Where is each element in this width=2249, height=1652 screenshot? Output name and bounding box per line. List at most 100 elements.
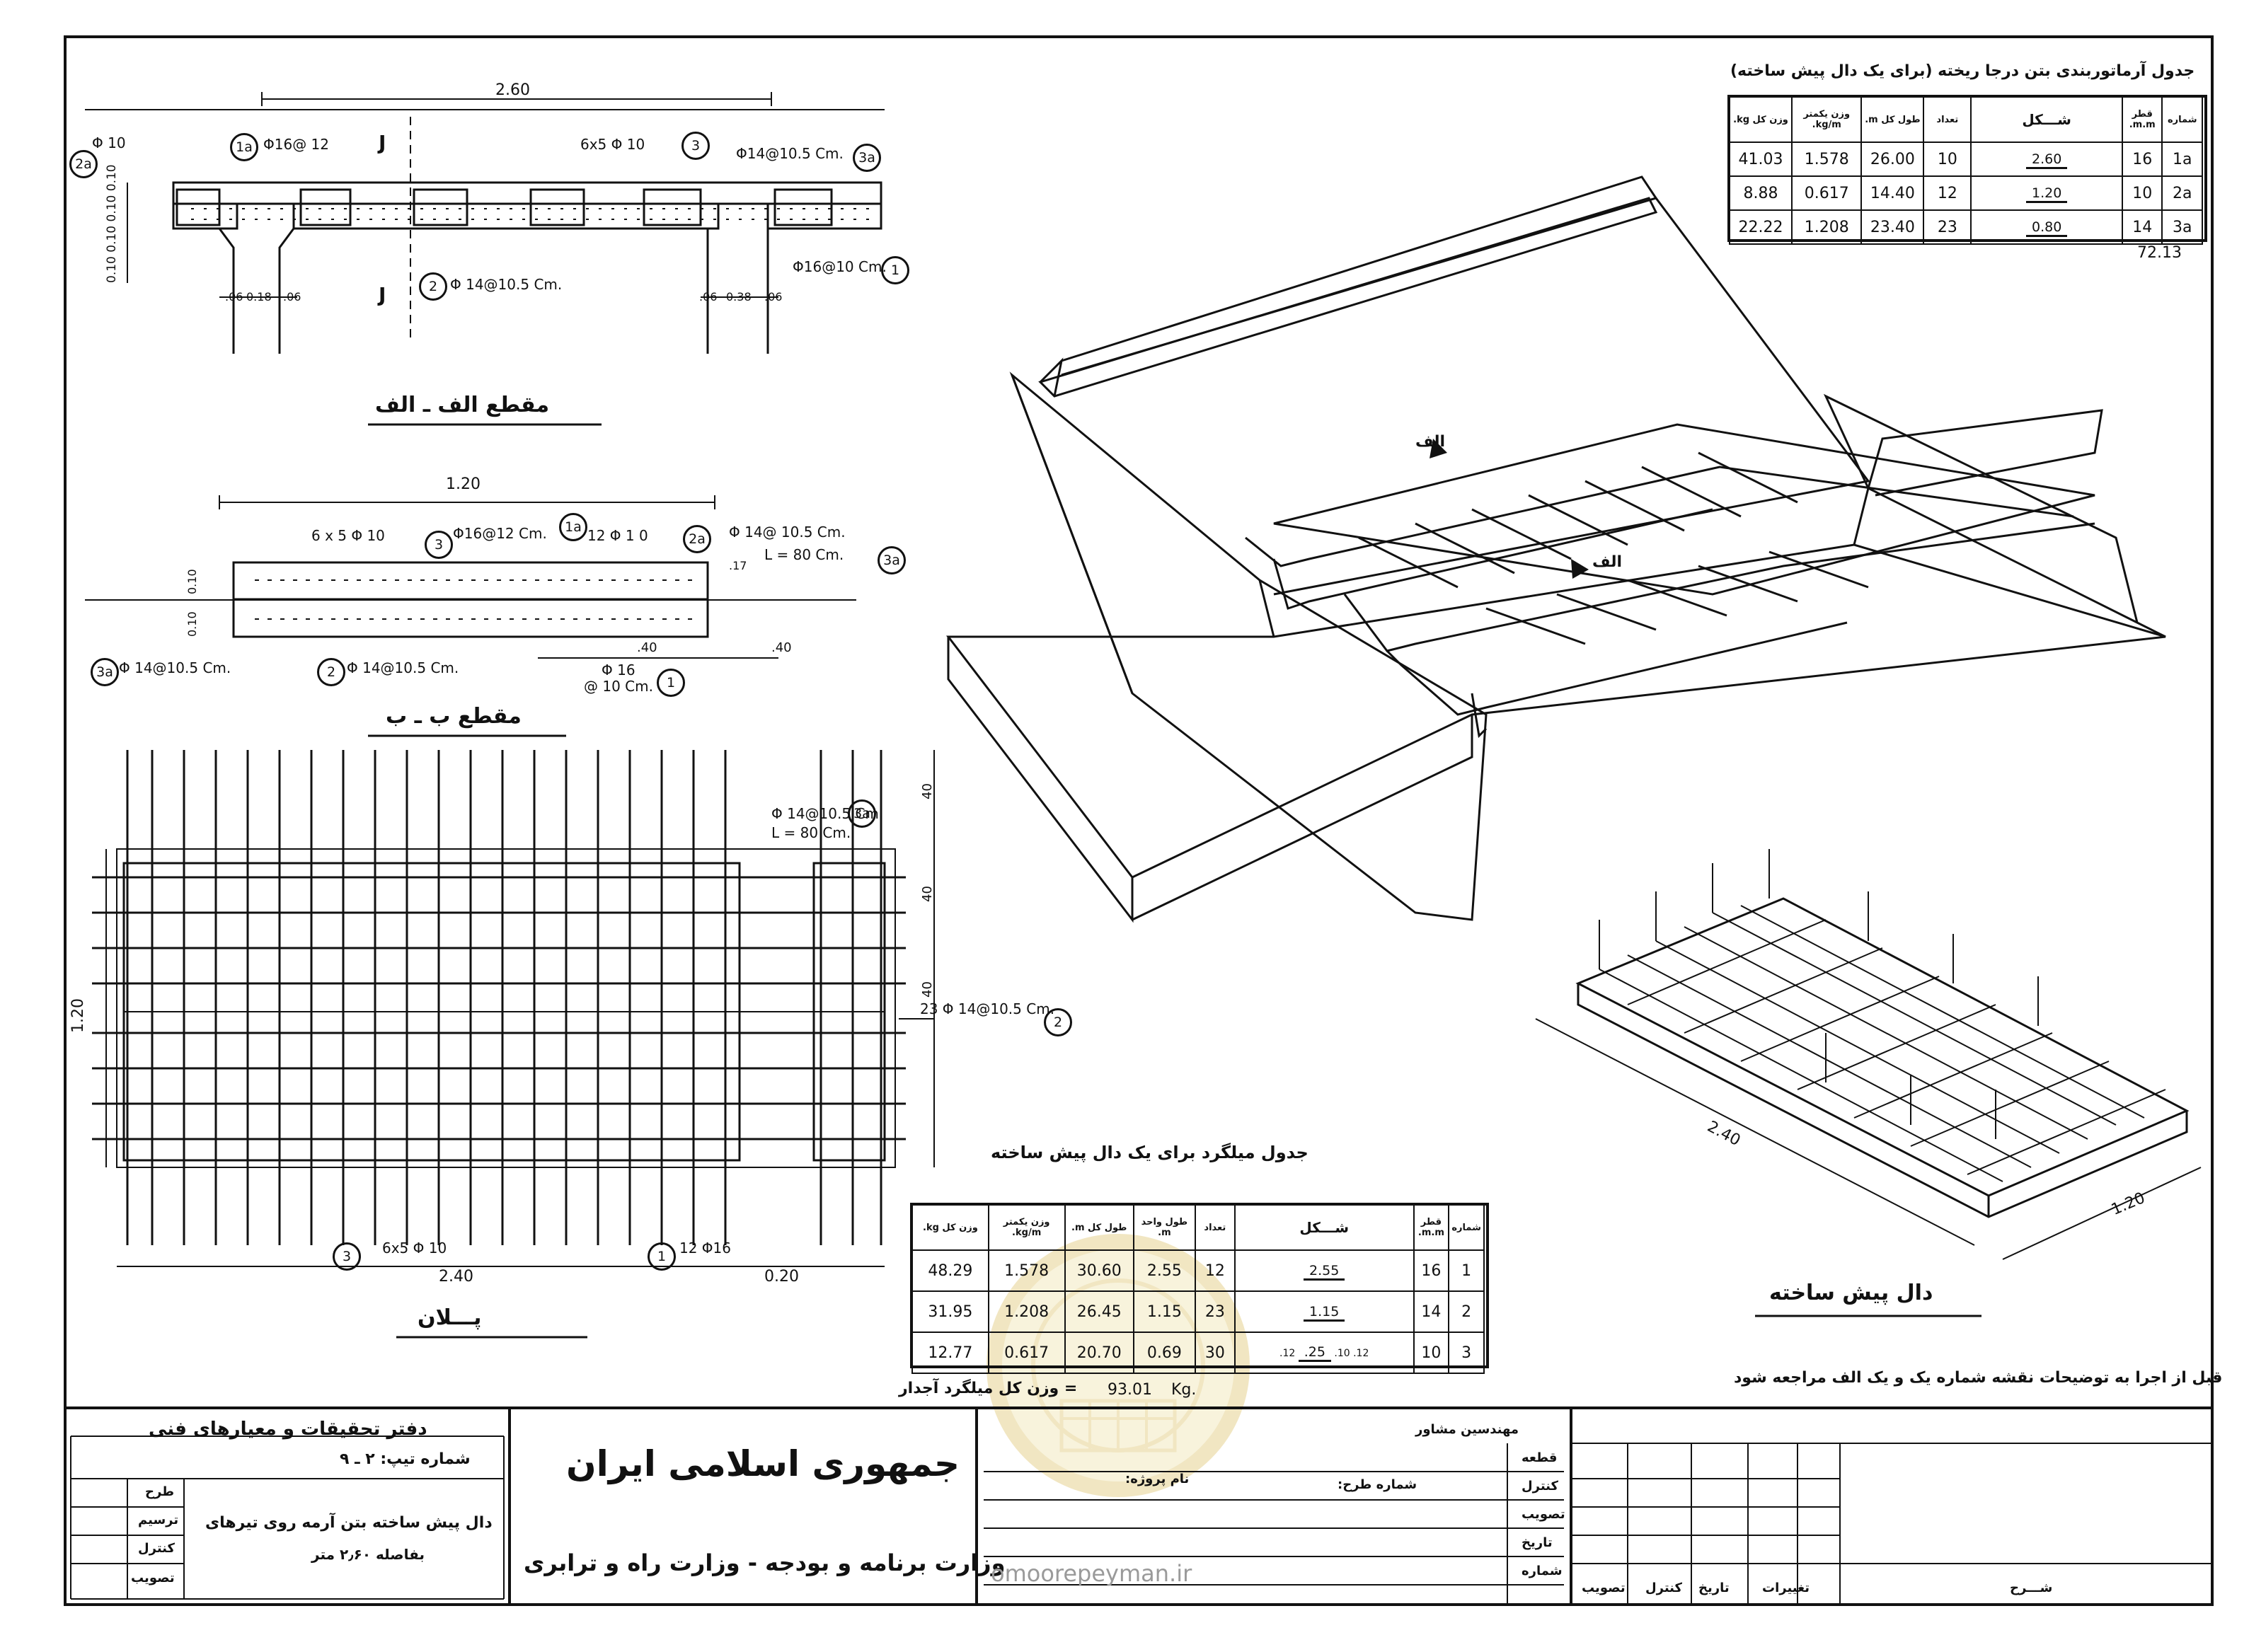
plan-dim-w: 2.40 — [439, 1268, 473, 1286]
section-a-bottom-dim-6: .06 — [764, 290, 783, 304]
cell-count: 23 — [1194, 1290, 1236, 1333]
section-b-circle-2a: 2a — [683, 525, 711, 553]
revision-description: شـــرح — [2010, 1581, 2053, 1595]
ministries-title: وزارت برنامه و بودجه - وزارت راه و ترابر… — [524, 1549, 1006, 1576]
cell-dia: 10 — [1413, 1332, 1450, 1374]
th-num: شماره — [1448, 1204, 1485, 1251]
table-rebar-title: جدول میلگرد برای یک دال پیش ساخته — [991, 1143, 1308, 1162]
section-b-dim-17: .17 — [729, 559, 747, 572]
sheet-desc-line1: دال پیش ساخته بتن آرمه روی تیرهای — [205, 1514, 493, 1532]
section-a-circle-2a: 2a — [69, 150, 98, 178]
shape-leg-b: .12 — [1353, 1347, 1369, 1359]
th-len: طول کل m. — [1860, 96, 1925, 143]
cell-unit: 1.578 — [1791, 141, 1863, 177]
general-note: قبل از اجرا به توضیحات نقشه شماره یک و ی… — [1734, 1369, 2223, 1387]
table-row: 1a 16 2.60 10 26.00 1.578 41.03 — [1728, 141, 2203, 177]
title-block-frame — [65, 1406, 2212, 1605]
section-a-label-6x5: 6x5 Φ 10 — [580, 136, 645, 153]
office-name: دفتر تحقیقات و معیارهای فنی — [149, 1419, 427, 1440]
cell-dia: 10 — [2121, 175, 2163, 211]
cell-shape: 2.55 — [1233, 1249, 1415, 1292]
cell-total: 22.22 — [1728, 209, 1793, 245]
section-b-title: مقطع ب ـ ب — [386, 704, 522, 729]
republic-title: جمهوری اسلامی ایران — [566, 1443, 960, 1484]
cell-num: 3a — [2161, 209, 2203, 245]
section-a-bottom-dim-5: 0.38 — [726, 290, 752, 304]
cell-num: 3 — [1448, 1332, 1485, 1374]
field-date: تاریخ — [1522, 1535, 1553, 1550]
field-check: کنترل — [1522, 1479, 1558, 1494]
cell-dia: 14 — [2121, 209, 2163, 245]
section-b-label-phi14-2: Φ 14@10.5 Cm. — [347, 659, 459, 676]
section-b-circle-3a-left: 3a — [91, 658, 119, 686]
field-approve: تصویب — [1522, 1507, 1565, 1522]
cell-num: 1 — [1448, 1249, 1485, 1292]
plan-dim-h: 1.20 — [69, 998, 87, 1033]
th-num: شماره — [2161, 96, 2203, 143]
section-a-circle-3: 3 — [681, 132, 710, 160]
plan-circle-3: 3 — [333, 1242, 361, 1271]
shape-label: 1.20 — [2025, 185, 2068, 203]
cell-total: 31.95 — [911, 1290, 989, 1333]
section-b-circle-2: 2 — [317, 658, 345, 686]
cell-len: 26.00 — [1860, 141, 1925, 177]
th-dia: قطر m.m. — [2121, 96, 2163, 143]
shape-label: 0.80 — [2025, 219, 2068, 237]
plan-circle-3a: 3a — [848, 799, 876, 828]
section-b-dim-h1: 0.10 — [185, 569, 199, 594]
table-rebar-total-label: = وزن کل میلگرد آجدار — [899, 1380, 1078, 1397]
section-a-layers: 0.10 0.10 0.10 0.10 — [105, 164, 119, 283]
th-total: وزن کل kg. — [911, 1204, 989, 1251]
th-unit-len: طول واحد m. — [1132, 1204, 1196, 1251]
table-row: 2 14 1.15 23 1.15 26.45 1.208 31.95 — [911, 1290, 1485, 1333]
cell-len: 23.40 — [1860, 209, 1925, 245]
bridge-section-marker-1 — [1430, 439, 1447, 458]
section-a-bottom-dim-3: .06 — [283, 290, 301, 304]
shape-leg-a: .12 — [1279, 1347, 1296, 1359]
field-number: شماره — [1522, 1564, 1563, 1578]
cell-dia: 14 — [1413, 1290, 1450, 1333]
cell-shape: 0.80 — [1970, 209, 2123, 245]
cell-count: 12 — [1194, 1249, 1236, 1292]
cell-total: 8.88 — [1728, 175, 1793, 211]
th-unit: وزن یکمتر kg/m. — [987, 1204, 1066, 1251]
bridge-marker-1: الف — [1415, 433, 1446, 451]
section-a-circle-1a: 1a — [230, 133, 258, 161]
th-count: تعداد — [1194, 1204, 1236, 1251]
section-a-label-phi16-12: Φ16@ 12 — [263, 136, 329, 153]
section-a-title: مقطع الف ـ الف — [375, 393, 550, 417]
th-unit: وزن یکمتر kg/m. — [1791, 96, 1863, 143]
section-a-circle-2: 2 — [419, 272, 447, 301]
section-b-label-phi16-12: Φ16@12 Cm. — [453, 525, 547, 542]
precast-slab-iso — [1535, 849, 2202, 1317]
cell-unit: 0.617 — [1791, 175, 1863, 211]
shape-leg-c: .10 — [1334, 1347, 1350, 1359]
shape-label: .25 — [1298, 1344, 1331, 1362]
section-a-dim-top: 2.60 — [495, 81, 530, 99]
cell-unit-len: 0.69 — [1132, 1332, 1196, 1374]
section-a-label-phi16-10: Φ16@10 Cm. — [793, 258, 887, 275]
revision-approve: تصویب — [1582, 1581, 1626, 1595]
sheet-desc-line2: بفاصله ۲٫۶۰ متر — [311, 1546, 425, 1563]
cell-unit: 0.617 — [987, 1332, 1066, 1374]
role-approve: تصویب — [131, 1571, 175, 1585]
section-b-circle-3: 3 — [425, 531, 453, 559]
plan-circle-2: 2 — [1044, 1008, 1072, 1036]
shape-label: 1.15 — [1304, 1304, 1345, 1322]
table-rebar: شماره قطر m.m. شـــکل تعداد طول واحد m. … — [911, 1204, 1485, 1374]
section-a-bottom-dim-4: .06 — [699, 290, 718, 304]
cell-count: 30 — [1194, 1332, 1236, 1374]
section-b-dim-40a: .40 — [637, 640, 657, 655]
table-concrete-sum: 72.13 — [2137, 244, 2182, 262]
cell-count: 10 — [1923, 141, 1972, 177]
cell-unit-len: 2.55 — [1132, 1249, 1196, 1292]
table-row: 3a 14 0.80 23 23.40 1.208 22.22 — [1728, 209, 2203, 245]
table-row: 1 16 2.55 12 2.55 30.60 1.578 48.29 — [911, 1249, 1485, 1292]
cell-shape: 1.20 — [1970, 175, 2123, 211]
slab-title: دال پیش ساخته — [1769, 1281, 1933, 1305]
th-count: تعداد — [1923, 96, 1972, 143]
cell-num: 2 — [1448, 1290, 1485, 1333]
revision-date: تاریخ — [1698, 1581, 1730, 1595]
shape-label: 2.60 — [2025, 151, 2068, 169]
